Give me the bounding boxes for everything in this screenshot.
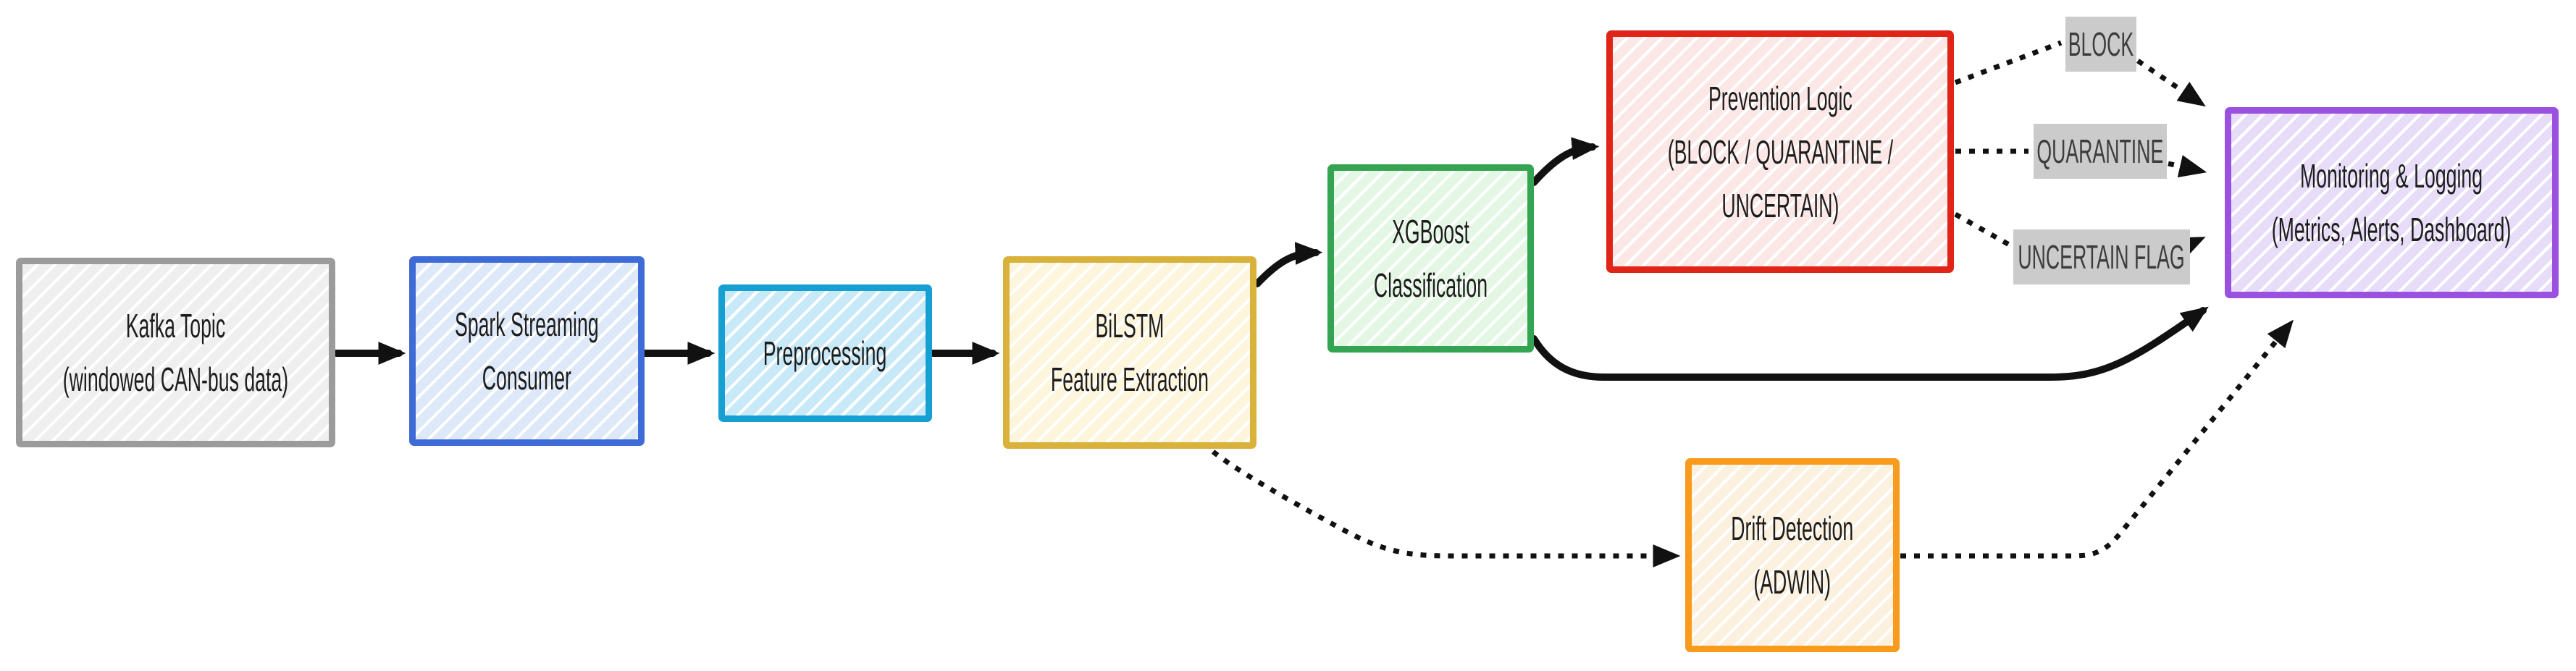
prevention-logic-node: Prevention Logic (BLOCK / QUARANTINE / U… [1606,30,1954,273]
edge-label-text: QUARANTINE [2036,132,2164,170]
arrow-bilstm-to-xgboost [1254,242,1323,287]
node-text-line: Drift Detection [1731,510,1854,547]
kafka-topic-node: Kafka Topic (windowed CAN-bus data) [16,258,335,447]
node-text-line: BiLSTM [1095,307,1165,345]
node-text-line: (Metrics, Alerts, Dashboard) [2272,211,2512,248]
node-text-line: (BLOCK / QUARANTINE / [1667,132,1893,171]
arrow-bilstm-to-drift [1211,450,1681,567]
arrow-xgboost-to-monitoring [1530,306,2209,381]
arrow-xgboost-to-prevention [1530,137,1600,186]
edge-label-text: BLOCK [2068,25,2134,63]
bilstm-feature-extraction-node: BiLSTM Feature Extraction [1003,256,1256,449]
node-text-line: Feature Extraction [1051,360,1209,398]
node-text-line: XGBoost [1392,213,1469,250]
drift-detection-node: Drift Detection (ADWIN) [1685,458,1900,652]
node-text-line: (ADWIN) [1753,563,1832,601]
edge-label-text: UNCERTAIN FLAG [2018,238,2186,276]
arrow-drift-to-monitoring [1900,319,2294,559]
preprocessing-node: Preprocessing [718,284,932,422]
monitoring-logging-node: Monitoring & Logging (Metrics, Alerts, D… [2225,107,2559,298]
node-text-line: Consumer [482,359,572,397]
arrow-quarantine-label-to-monitoring [2168,155,2207,178]
node-text-line: Monitoring & Logging [2300,157,2483,195]
arrow-uncertain-label-to-monitoring [2176,237,2206,259]
node-text-line: UNCERTAIN) [1721,186,1839,224]
edge-label-uncertain-flag: UNCERTAIN FLAG [2013,229,2190,284]
node-text-line: Classification [1373,266,1488,304]
arrow-prevention-to-block-label [1954,40,2063,85]
edge-label-quarantine: QUARANTINE [2034,124,2167,179]
node-text-line: Kafka Topic [125,307,226,345]
spark-streaming-consumer-node: Spark Streaming Consumer [409,256,645,446]
node-text-line: (windowed CAN-bus data) [62,360,289,398]
node-text-line: Spark Streaming [455,305,599,343]
xgboost-classification-node: XGBoost Classification [1327,164,1534,353]
node-text-line: Prevention Logic [1708,79,1853,117]
arrow-prevention-to-uncertain-label [1954,211,2012,248]
edge-label-block: BLOCK [2065,17,2136,72]
node-text-line: Preprocessing [763,334,887,372]
arrow-block-label-to-monitoring [2136,59,2206,107]
